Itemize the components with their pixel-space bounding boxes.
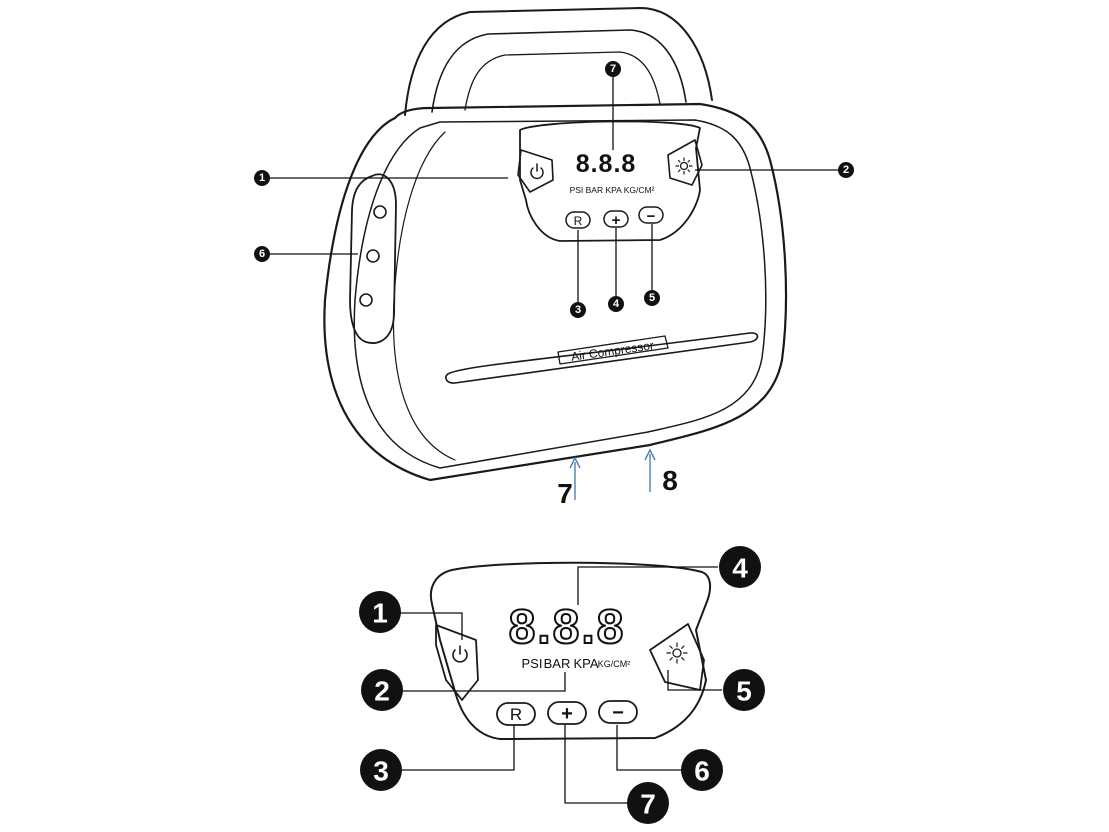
detail-callout-4: 4: [719, 546, 761, 588]
brand-plate: [557, 335, 669, 365]
svg-text:6: 6: [259, 248, 265, 260]
detail-callout-6: 6: [681, 749, 723, 791]
detail-power-button[interactable]: [435, 624, 479, 701]
handle-inner: [431, 29, 687, 113]
bottom-label-7: 7: [557, 478, 573, 509]
detail-plus-button[interactable]: [547, 701, 587, 725]
side-port-3[interactable]: [359, 293, 373, 307]
detail-minus-button[interactable]: [598, 700, 638, 724]
detail-leader-3: [400, 725, 515, 771]
svg-text:7: 7: [640, 789, 656, 820]
brand-text: Air Compressor: [570, 338, 654, 363]
device-body-edge: [392, 131, 456, 461]
detail-callout-5: 5: [723, 669, 765, 711]
side-port-2[interactable]: [366, 249, 380, 263]
svg-text:3: 3: [575, 304, 581, 316]
top-device: 8.8.8 PSI BAR KPA KG/CM² R + − Air Compr…: [254, 7, 854, 509]
top-callout-5: 5: [644, 290, 660, 306]
detail-unit-bar: BAR: [544, 656, 571, 671]
detail-callout-2: 2: [361, 669, 403, 711]
detail-unit-psi: PSI: [522, 656, 543, 671]
svg-text:1: 1: [372, 598, 388, 629]
top-callout-1: 1: [254, 170, 270, 186]
detail-callout-1: 1: [359, 591, 401, 633]
panel-detail: 8.8.8 PSI BAR KPA KG/CM² R + − 1 2 3 4 5…: [359, 546, 765, 824]
detail-leader-6: [616, 725, 682, 771]
top-display-digits: 8.8.8: [576, 150, 637, 178]
device-body: [323, 102, 788, 482]
detail-unit-kgcm: KG/CM²: [598, 659, 631, 669]
detail-leader-5: [667, 670, 722, 691]
handle: [404, 7, 713, 116]
top-reset-label: R: [574, 214, 583, 228]
detail-reset-label: R: [510, 705, 522, 724]
detail-light-icon: [666, 642, 688, 664]
svg-text:4: 4: [732, 553, 748, 584]
detail-panel-outline: [430, 561, 712, 740]
svg-text:3: 3: [373, 756, 389, 787]
top-display-units: PSI BAR KPA KG/CM²: [570, 185, 655, 195]
detail-leader-7: [564, 725, 628, 804]
brand-stripe: [445, 332, 759, 384]
svg-text:6: 6: [694, 756, 710, 787]
svg-text:4: 4: [613, 298, 620, 310]
top-power-icon: [530, 163, 544, 180]
detail-power-icon: [452, 645, 468, 663]
side-panel: [349, 173, 397, 344]
detail-display-digits: 8.8.8: [509, 601, 626, 654]
svg-text:1: 1: [259, 172, 265, 184]
top-minus-button[interactable]: [638, 206, 664, 224]
top-callout-3: 3: [570, 302, 586, 318]
detail-reset-button[interactable]: [496, 702, 536, 726]
detail-leader-1: [400, 612, 463, 640]
top-minus-label: −: [647, 208, 656, 225]
svg-text:2: 2: [843, 164, 849, 176]
device-body-inner: [353, 119, 767, 469]
top-power-button[interactable]: [517, 149, 554, 193]
bottom-label-8: 8: [662, 465, 678, 496]
top-callout-2: 2: [838, 162, 854, 178]
top-callout-6: 6: [254, 246, 270, 262]
detail-callout-3: 3: [360, 749, 402, 791]
handle-inner-2: [464, 51, 661, 111]
detail-unit-kpa: KPA: [573, 656, 598, 671]
detail-leader-4: [577, 566, 718, 605]
top-reset-button[interactable]: [565, 211, 591, 229]
detail-callout-7: 7: [627, 782, 669, 824]
top-callout-7: 7: [605, 61, 621, 77]
svg-text:5: 5: [649, 292, 655, 304]
detail-minus-label: −: [612, 702, 624, 724]
top-plus-label: +: [612, 212, 621, 229]
detail-light-button[interactable]: [649, 623, 705, 691]
top-light-icon: [675, 157, 693, 175]
svg-text:2: 2: [374, 676, 390, 707]
top-callout-4: 4: [608, 296, 624, 312]
detail-leader-2: [400, 672, 566, 692]
top-plus-button[interactable]: [603, 210, 629, 228]
svg-text:7: 7: [610, 63, 616, 75]
top-control-panel: [519, 120, 701, 242]
detail-plus-label: +: [561, 703, 573, 725]
side-port-1[interactable]: [373, 205, 387, 219]
top-light-button[interactable]: [667, 139, 703, 186]
svg-text:5: 5: [736, 676, 752, 707]
